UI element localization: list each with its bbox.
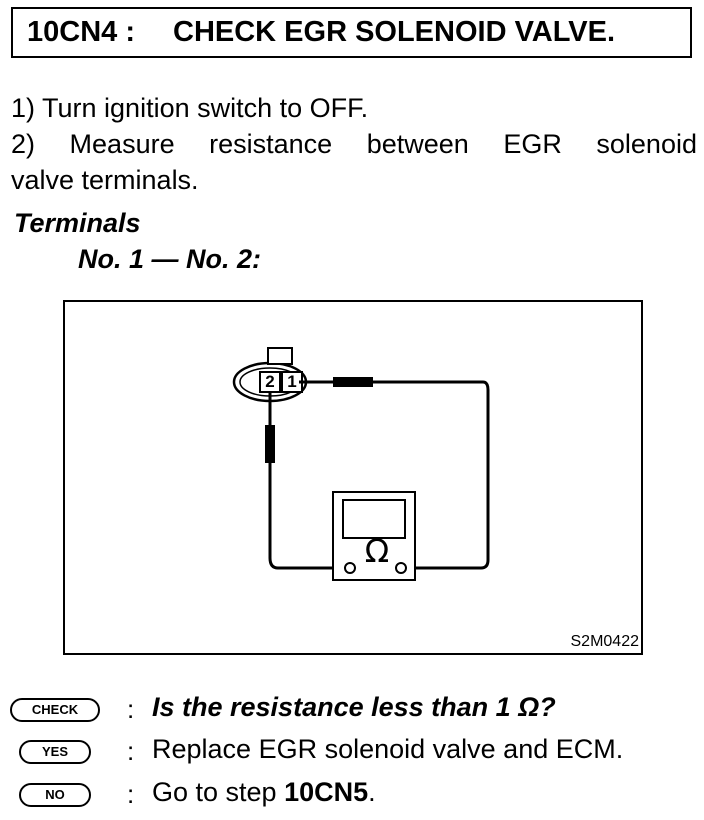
instruction-word: Measure (69, 129, 175, 159)
wiring-diagram (63, 300, 643, 655)
instruction-word: EGR (503, 129, 562, 159)
no-badge: NO (19, 783, 91, 807)
wiring-figure: 2 1 Ω S2M0422 (63, 300, 643, 655)
step-title: CHECK EGR SOLENOID VALVE. (173, 16, 616, 48)
instruction-step-1: 1) Turn ignition switch to OFF. (11, 93, 369, 123)
next-step-ref: 10CN5 (284, 777, 369, 807)
figure-id: S2M0422 (570, 633, 640, 650)
probe-tip-1 (333, 377, 373, 387)
instruction-word: between (366, 129, 469, 159)
no-row: NO : Go to step 10CN5. (0, 775, 704, 815)
no-action: Go to step 10CN5. (152, 777, 376, 808)
yes-badge: YES (19, 740, 91, 764)
ohm-symbol: Ω (364, 532, 390, 570)
step-header: 10CN4 : CHECK EGR SOLENOID VALVE. (11, 7, 692, 58)
instruction-word: 2) (11, 129, 36, 159)
ohmmeter-display (342, 499, 406, 539)
instruction-step-2: 2) Measure resistance between EGR soleno… (11, 126, 697, 198)
check-badge: CHECK (10, 698, 100, 722)
probe-tip-2 (265, 425, 275, 463)
terminal-1-label: 1 (287, 372, 297, 391)
lead-1-to-meter (405, 380, 490, 570)
connector-latch (267, 347, 293, 365)
meter-terminal-right (395, 562, 407, 574)
step-code: 10CN4 : (27, 16, 135, 48)
terminals-heading: Terminals (14, 208, 141, 238)
yes-colon: : (127, 736, 135, 766)
yes-action: Replace EGR solenoid valve and ECM. (152, 734, 624, 764)
instruction-step-2-line-1: 2) Measure resistance between EGR soleno… (11, 126, 697, 162)
instruction-word: resistance (209, 129, 333, 159)
terminals-spec: No. 1 — No. 2: (78, 244, 262, 274)
yes-row: YES : Replace EGR solenoid valve and ECM… (0, 732, 704, 772)
meter-terminal-left (344, 562, 356, 574)
check-row: CHECK : Is the resistance less than 1 Ω? (0, 690, 704, 730)
figure-frame (63, 300, 643, 655)
instruction-word: solenoid (596, 129, 697, 159)
lead-2-to-meter (268, 557, 343, 570)
no-action-prefix: Go to step (152, 777, 285, 807)
no-colon: : (127, 779, 135, 809)
check-colon: : (127, 694, 135, 724)
terminal-2-label: 2 (265, 372, 275, 391)
instruction-step-2-line-2: valve terminals. (11, 165, 199, 195)
check-question: Is the resistance less than 1 Ω? (152, 692, 556, 722)
no-action-suffix: . (368, 777, 376, 807)
